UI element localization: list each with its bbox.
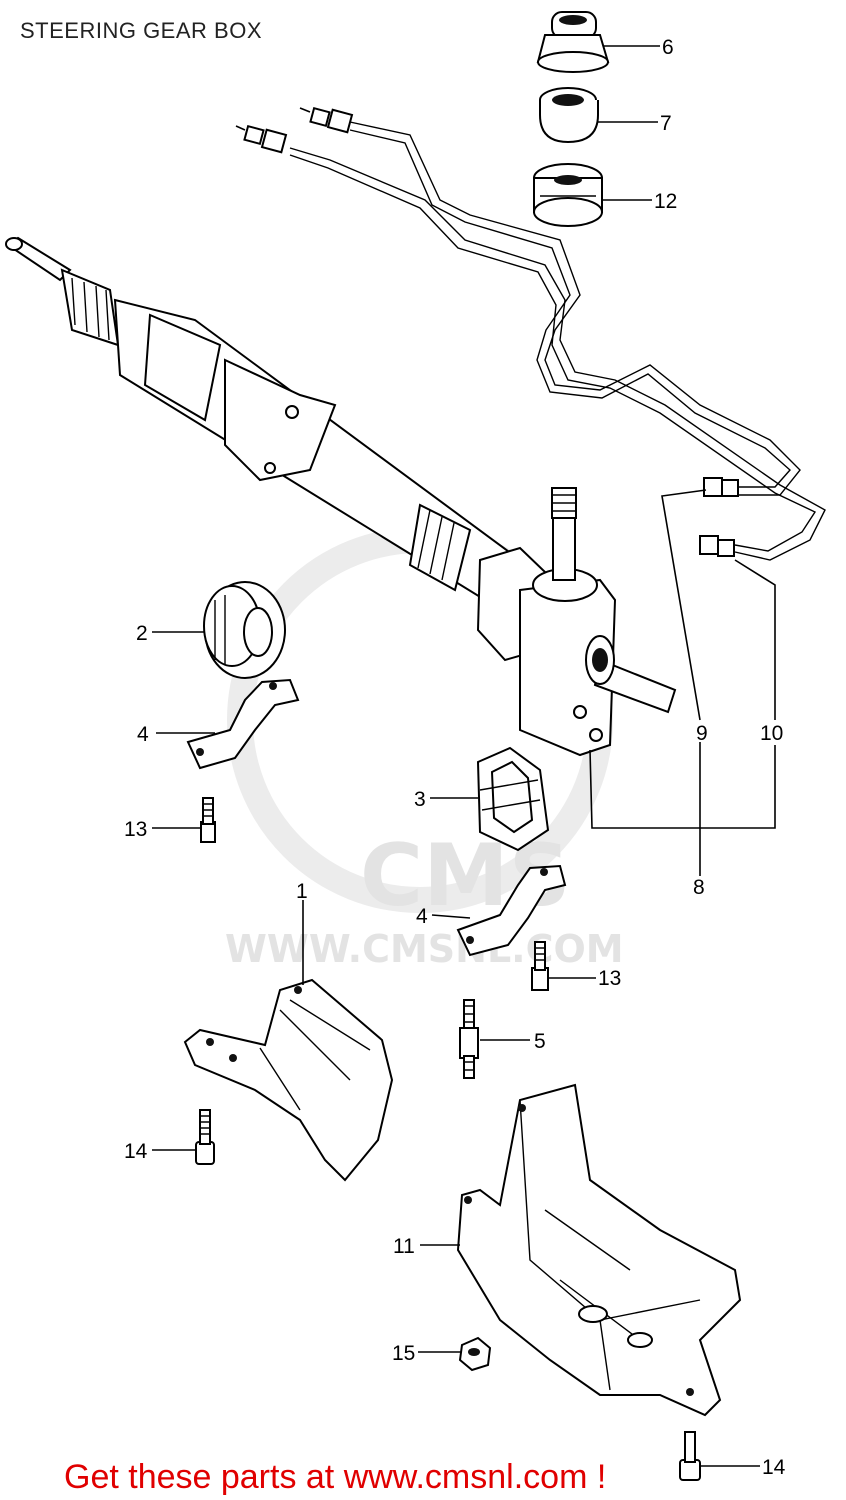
under-cover-11 (456, 1083, 742, 1417)
callout-3: 3 (414, 788, 426, 811)
bolt-13-left (200, 797, 216, 843)
clamp-4-lower (456, 864, 567, 957)
callout-9: 9 (696, 722, 708, 745)
banjo-fitting-upper-1 (299, 106, 354, 134)
callout-4-lower: 4 (416, 905, 428, 928)
callout-1: 1 (296, 880, 308, 903)
callout-10: 10 (760, 722, 783, 745)
callout-6: 6 (662, 36, 674, 59)
stud-5 (459, 999, 479, 1079)
steering-rack (5, 236, 677, 757)
bolt-13-right (531, 941, 549, 991)
callouts: 6 7 12 2 4 9 10 3 13 8 1 4 13 5 14 11 15… (124, 36, 786, 1479)
callout-8: 8 (693, 876, 705, 899)
leader-lines (152, 45, 776, 1467)
banjo-fitting-upper-2 (235, 124, 288, 154)
watermark-url: WWW.CMSNL.COM (225, 927, 624, 971)
callout-12: 12 (654, 190, 677, 213)
nut-15 (458, 1336, 492, 1372)
bushing-2 (203, 581, 286, 679)
callout-15: 15 (392, 1342, 415, 1365)
callout-2: 2 (136, 622, 148, 645)
callout-5: 5 (534, 1030, 546, 1053)
banjo-fitting-lower-9 (703, 477, 739, 497)
page-title: STEERING GEAR BOX (20, 18, 262, 43)
clamp-4-upper (186, 678, 300, 770)
banjo-fitting-lower-10 (699, 535, 735, 557)
mount-bushing-6 (536, 11, 610, 73)
callout-13-right: 13 (598, 967, 621, 990)
callout-14-left: 14 (124, 1140, 148, 1163)
heat-shield-1 (183, 978, 394, 1182)
callout-14-bottom: 14 (762, 1456, 786, 1479)
callout-13-left: 13 (124, 818, 147, 841)
footer-link[interactable]: Get these parts at www.cmsnl.com ! (64, 1458, 606, 1496)
hydraulic-lines (235, 106, 826, 561)
callout-7: 7 (660, 112, 672, 135)
callout-11: 11 (393, 1235, 415, 1258)
callout-4-upper: 4 (137, 723, 149, 746)
bolt-14-bottom (679, 1431, 701, 1481)
mount-cushion-12 (533, 163, 603, 227)
bolt-14-left (195, 1109, 215, 1165)
mount-cushion-7 (539, 87, 599, 144)
bushing-3 (476, 746, 550, 852)
